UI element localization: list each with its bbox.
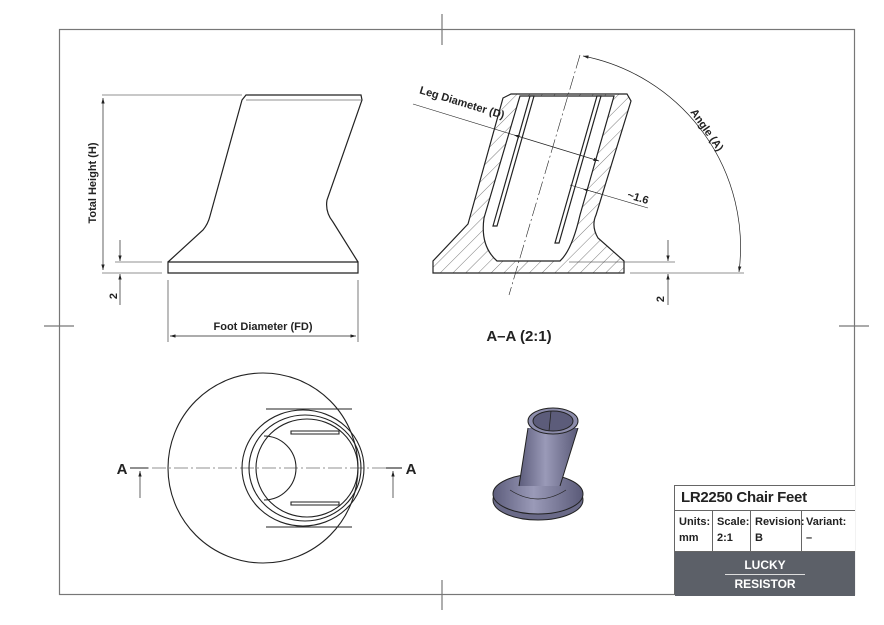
drawing-frame [44, 14, 869, 610]
variant-value: – [806, 532, 813, 544]
total-height-label: Total Height (H) [87, 142, 99, 223]
section-marker-left: A [117, 461, 128, 478]
revision-label: Revision: [755, 516, 805, 528]
scale-field: Scale: 2:1 [713, 511, 751, 551]
leg-diameter-label: Leg Diameter (D) [418, 85, 506, 122]
title-block-fields: Units: mm Scale: 2:1 Revision: B Variant… [675, 511, 855, 552]
section-view [412, 54, 744, 305]
side-base-thickness-label: 2 [108, 293, 120, 299]
units-value: mm [679, 532, 699, 544]
scale-value: 2:1 [717, 532, 733, 544]
section-base-thickness-label: 2 [655, 296, 667, 302]
side-view [101, 94, 363, 342]
units-label: Units: [679, 516, 711, 528]
revision-field: Revision: B [751, 511, 805, 551]
top-view [130, 372, 402, 564]
logo-divider [725, 574, 805, 575]
units-field: Units: mm [675, 511, 713, 551]
section-marker-right: A [406, 461, 417, 478]
logo-line-1: LUCKY [744, 558, 786, 572]
scale-label: Scale: [717, 516, 750, 528]
foot-diameter-label: Foot Diameter (FD) [214, 321, 313, 333]
company-logo: LUCKY RESISTOR [675, 552, 855, 596]
wall-thickness-label: ~1.6 [626, 189, 650, 207]
part-render [492, 407, 584, 521]
variant-field: Variant: – [802, 511, 855, 551]
angle-label: Angle (A) [688, 107, 726, 154]
section-caption: A–A (2:1) [486, 328, 551, 345]
revision-value: B [755, 532, 763, 544]
logo-line-2: RESISTOR [734, 577, 796, 591]
variant-label: Variant: [806, 516, 847, 528]
title-block: LR2250 Chair Feet Units: mm Scale: 2:1 R… [674, 485, 855, 596]
drawing-title: LR2250 Chair Feet [675, 486, 855, 511]
